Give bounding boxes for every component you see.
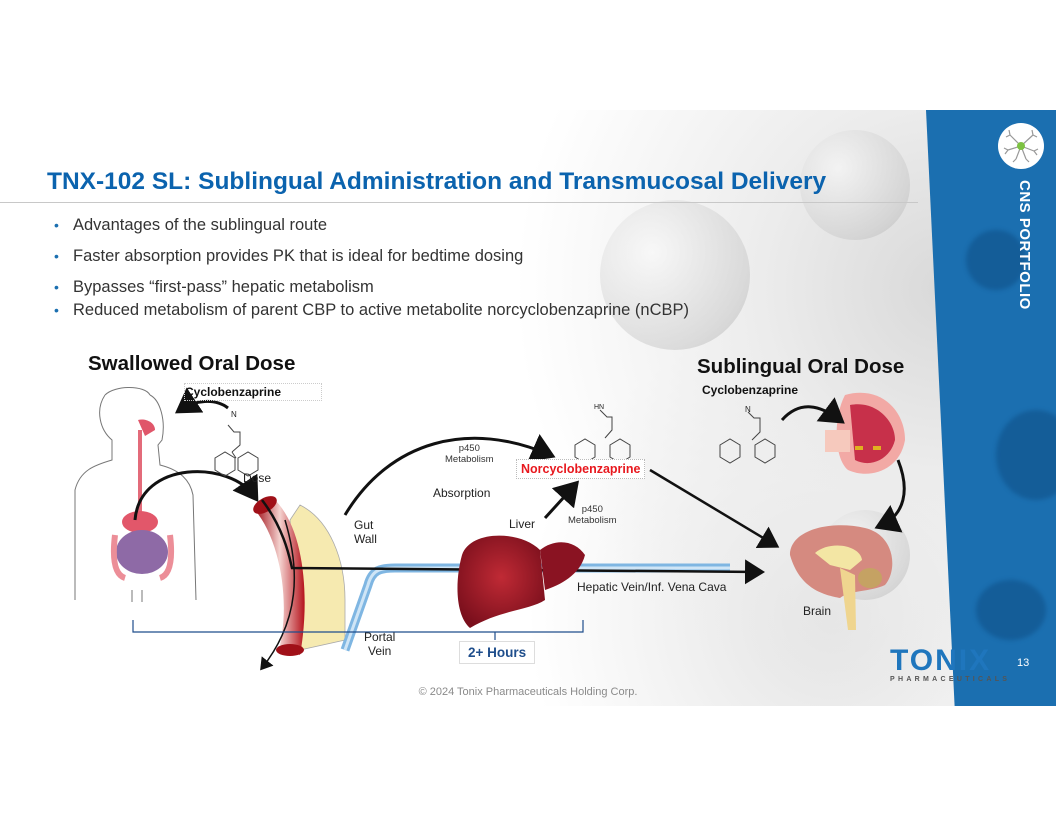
- intestines: [116, 530, 168, 574]
- dose-label: Dose: [243, 471, 272, 485]
- bullet-item: •Faster absorption provides PK that is i…: [54, 247, 524, 265]
- swallowed-drug-label: Cyclobenzaprine: [184, 383, 322, 401]
- absorption-path: [261, 499, 765, 585]
- gut-wall-illustration: [253, 496, 346, 656]
- norcyclobenzaprine-label: Norcyclobenzaprine: [516, 459, 646, 479]
- excretion-arrow: [260, 519, 296, 671]
- background-bubble: [800, 130, 910, 240]
- logo-subtitle: PHARMACEUTICALS: [890, 676, 1011, 683]
- page-number: 13: [1017, 657, 1030, 669]
- stomach-to-gut-arrow: [133, 470, 259, 521]
- page-title: TNX-102 SL: Sublingual Administration an…: [47, 168, 827, 195]
- dose-to-mouth-arrow: [175, 387, 229, 414]
- cyclobenzaprine-molecule-left: [214, 424, 259, 477]
- duration-bracket: [132, 620, 584, 640]
- liver-illustration: [457, 535, 585, 628]
- brain-illustration: [790, 525, 893, 630]
- side-band: [926, 110, 1056, 706]
- logo-wordmark: TONIX: [890, 644, 992, 677]
- metabolite-to-brain-arrow: [649, 468, 780, 549]
- tonix-logo: TONIX PHARMACEUTICALS: [890, 644, 1010, 683]
- bullet-marker: •: [54, 217, 59, 233]
- neuron-icon: [998, 123, 1044, 169]
- amine-label: N: [745, 405, 751, 414]
- drug-to-mouth-arrow: [780, 397, 845, 424]
- sublingual-heading: Sublingual Oral Dose: [697, 355, 905, 378]
- absorption-label: Absorption: [433, 486, 491, 500]
- mouth-illustration: [825, 392, 905, 474]
- bullet-item: •Advantages of the sublingual route: [54, 216, 328, 234]
- bullet-marker: •: [54, 302, 59, 318]
- norcyclobenzaprine-molecule: [574, 409, 631, 464]
- stomach: [122, 511, 158, 533]
- title-divider: [0, 202, 918, 203]
- section-label: CNS PORTFOLIO: [1016, 180, 1033, 310]
- brain-label: Brain: [803, 604, 832, 618]
- gut-to-metabolite-arrow: [343, 434, 556, 516]
- bullet-item: •Bypasses “first-pass” hepatic metabolis…: [54, 278, 374, 296]
- metabolite-amine-label: HN: [594, 404, 605, 411]
- bullet-list: •Advantages of the sublingual route •Fas…: [53, 214, 689, 330]
- human-body-illustration: [74, 387, 197, 601]
- colon: [110, 534, 175, 581]
- mouth-to-brain-arrow: [874, 459, 906, 533]
- copyright: © 2024 Tonix Pharmaceuticals Holding Cor…: [418, 686, 638, 698]
- mouth-cavity: [138, 419, 155, 436]
- bullet-marker: •: [54, 248, 59, 264]
- bullet-marker: •: [54, 279, 59, 295]
- amine-label: N: [231, 410, 237, 419]
- swallowed-heading: Swallowed Oral Dose: [88, 352, 296, 375]
- liver-label: Liver: [509, 517, 536, 531]
- bullet-item: •Reduced metabolism of parent CBP to act…: [54, 301, 690, 319]
- duration-label: 2+ Hours: [459, 641, 536, 664]
- cyclobenzaprine-molecule-right: [719, 411, 776, 464]
- liver-to-metabolite-arrow: [543, 480, 580, 520]
- sublingual-drug-label: Cyclobenzaprine: [702, 383, 799, 397]
- background-bubble: [600, 200, 750, 350]
- hepatic-vein-label: Hepatic Vein/Inf. Vena Cava: [577, 580, 727, 594]
